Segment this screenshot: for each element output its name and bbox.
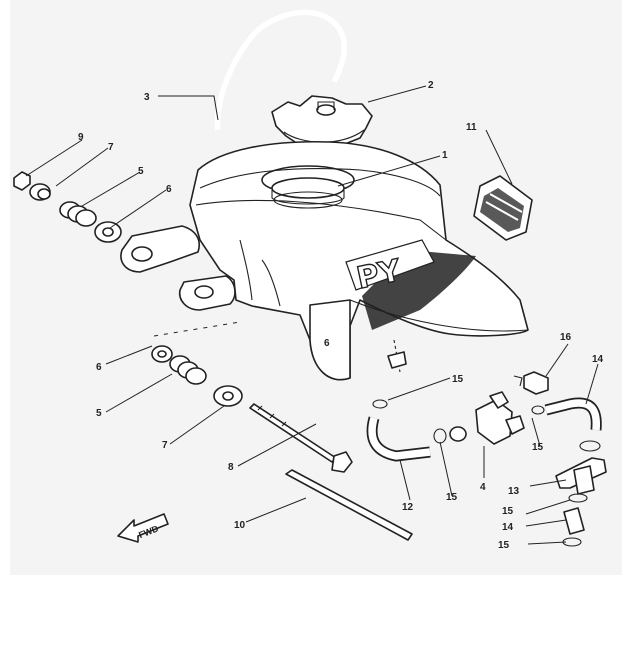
- tank-side-mark: 6: [324, 338, 330, 349]
- callout-11: 11: [466, 122, 477, 133]
- callout-15-bottom: 15: [498, 540, 510, 551]
- fuel-cap-part-2: [271, 95, 373, 149]
- callout-labels: 1 2 3 4 5 5 6 6 7 7 8 9 10 11 12 13 14 1…: [78, 80, 604, 551]
- callout-5-lower: 5: [96, 408, 102, 419]
- callout-2: 2: [428, 80, 434, 91]
- breather-hose-part-3: [214, 9, 347, 131]
- lower-mount-hardware: [151, 345, 353, 473]
- fuel-tank-part-1: [120, 140, 529, 381]
- callout-6-lower: 6: [96, 362, 102, 373]
- callout-13: 13: [508, 486, 520, 497]
- tank-strap-part-10: [285, 469, 413, 541]
- callout-15-top: 15: [452, 374, 464, 385]
- callout-15-middle: 15: [446, 492, 458, 503]
- callout-14-lower: 14: [502, 522, 514, 533]
- callout-15-right: 15: [532, 442, 544, 453]
- callout-7-upper: 7: [108, 142, 114, 153]
- fuel-line-components: [366, 339, 607, 547]
- callout-1: 1: [442, 150, 448, 161]
- upper-mount-hardware: [13, 171, 122, 243]
- callout-4: 4: [480, 482, 486, 493]
- emblem-part-11: [473, 175, 533, 241]
- callout-leader-lines: [25, 85, 599, 545]
- callout-15-lower: 15: [502, 506, 514, 517]
- callout-14-upper: 14: [592, 354, 604, 365]
- callout-16: 16: [560, 332, 572, 343]
- callout-12: 12: [402, 502, 414, 513]
- callout-7-lower: 7: [162, 440, 168, 451]
- callout-9: 9: [78, 132, 84, 143]
- callout-3: 3: [144, 92, 150, 103]
- callout-10: 10: [234, 520, 246, 531]
- callout-8: 8: [228, 462, 234, 473]
- callout-5-upper: 5: [138, 166, 144, 177]
- callout-6-upper: 6: [166, 184, 172, 195]
